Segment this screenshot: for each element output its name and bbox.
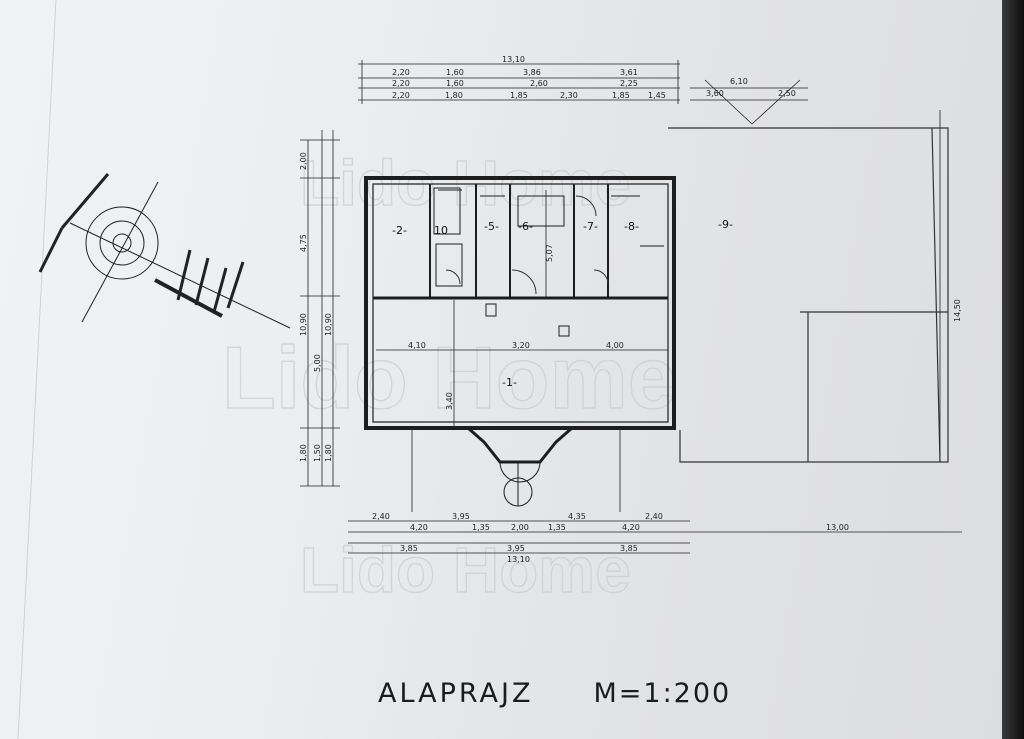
dim-bot-row1-1: 2,40 [372,512,390,521]
room-label-1: -1- [502,376,517,389]
dim-left-inner-1: 5,00 [313,354,322,372]
dim-top-row3-5: 1,85 [612,91,630,100]
dim-top-row3-4: 2,30 [560,91,578,100]
dimension-lines [300,60,962,554]
dim-bot-row2-4: 1,35 [548,523,566,532]
dim-garage-width: 6,10 [730,77,748,86]
room-label-8: -8- [624,220,639,233]
dim-top-row2-4: 2,25 [620,79,638,88]
dim-left-1: 2,00 [299,152,308,170]
dim-top-row3-3: 1,85 [510,91,528,100]
dim-top-row2-2: 1,60 [446,79,464,88]
room-label-2: -2- [392,224,407,237]
dim-top-row2-3: 2,60 [530,79,548,88]
dim-top-row3-1: 2,20 [392,91,410,100]
dim-bot-row2-1: 4,20 [410,523,428,532]
dim-bot-row1-4: 2,40 [645,512,663,521]
dim-mid-2: 3,20 [512,341,530,350]
dim-garage-sub-2: 2,50 [778,89,796,98]
room-label-10: 10 [434,224,448,237]
watermark-bottom: Lido Home [300,534,631,606]
dim-left-outer-repeat: 10,90 [324,313,333,336]
dim-left-outer-repeat-2: 1,80 [324,444,333,462]
dim-left-inner-3: 1,50 [313,444,322,462]
dim-bot-extension: 13,00 [826,523,849,532]
dim-bot-row3-2: 3,95 [507,544,525,553]
left-dimensions: 2,00 4,75 10,90 1,80 5,00 3,40 1,50 10,9… [299,152,554,462]
dim-top-row3-6: 1,45 [648,91,666,100]
garage-outline [668,127,949,463]
dim-bot-total: 13,10 [507,555,530,564]
dim-right-side: 14,50 [953,299,962,322]
drawing-caption: ALAPRAJZ M=1:200 [378,678,731,709]
house-walls [364,176,676,507]
room-label-9: -9- [718,218,733,231]
orientation-symbol [38,173,291,329]
watermark-top: Lido Home [300,147,631,219]
dim-top-row1-1: 2,20 [392,68,410,77]
background-edge [1002,0,1024,739]
dim-mid-1: 4,10 [408,341,426,350]
middle-dimensions: 4,10 3,20 4,00 [408,341,624,350]
dim-room-height: 5,07 [545,244,554,262]
dim-bot-row3-3: 3,85 [620,544,638,553]
room-label-6: -6- [518,220,533,233]
dim-top-row1-4: 3,61 [620,68,638,77]
watermark-center: Lido Home [222,328,677,427]
dim-bot-row2-3: 2,00 [511,523,529,532]
bottom-dimensions: 2,40 3,95 4,35 2,40 4,20 1,35 2,00 1,35 … [372,512,849,564]
top-dimensions: 13,10 2,20 1,60 3,86 3,61 2,20 1,60 2,60… [392,55,796,100]
dim-bot-row3-1: 3,85 [400,544,418,553]
dim-bot-row1-2: 3,95 [452,512,470,521]
dim-top-row1-3: 3,86 [523,68,541,77]
dim-left-4: 1,80 [299,444,308,462]
room-label-5: -5- [484,220,499,233]
dim-top-row3-2: 1,80 [445,91,463,100]
dim-top-row2-1: 2,20 [392,79,410,88]
dim-garage-sub-1: 3,60 [706,89,724,98]
drawing-title: ALAPRAJZ [378,678,534,709]
dim-left-inner-2: 3,40 [445,392,454,410]
room-labels: -2- 10 -5- -6- -7- -8- -9- -1- [392,218,733,389]
dim-top-row1-2: 1,60 [446,68,464,77]
room-label-7: -7- [583,220,598,233]
paper-fold-line [17,0,57,739]
dim-bot-row1-3: 4,35 [568,512,586,521]
dim-top-total: 13,10 [502,55,525,64]
door-swings [445,195,609,295]
dim-bot-row2-5: 4,20 [622,523,640,532]
dim-left-3: 10,90 [299,313,308,336]
dim-left-2: 4,75 [299,234,308,252]
dim-bot-row2-2: 1,35 [472,523,490,532]
dim-mid-3: 4,00 [606,341,624,350]
drawing-scale: M=1:200 [593,678,732,709]
